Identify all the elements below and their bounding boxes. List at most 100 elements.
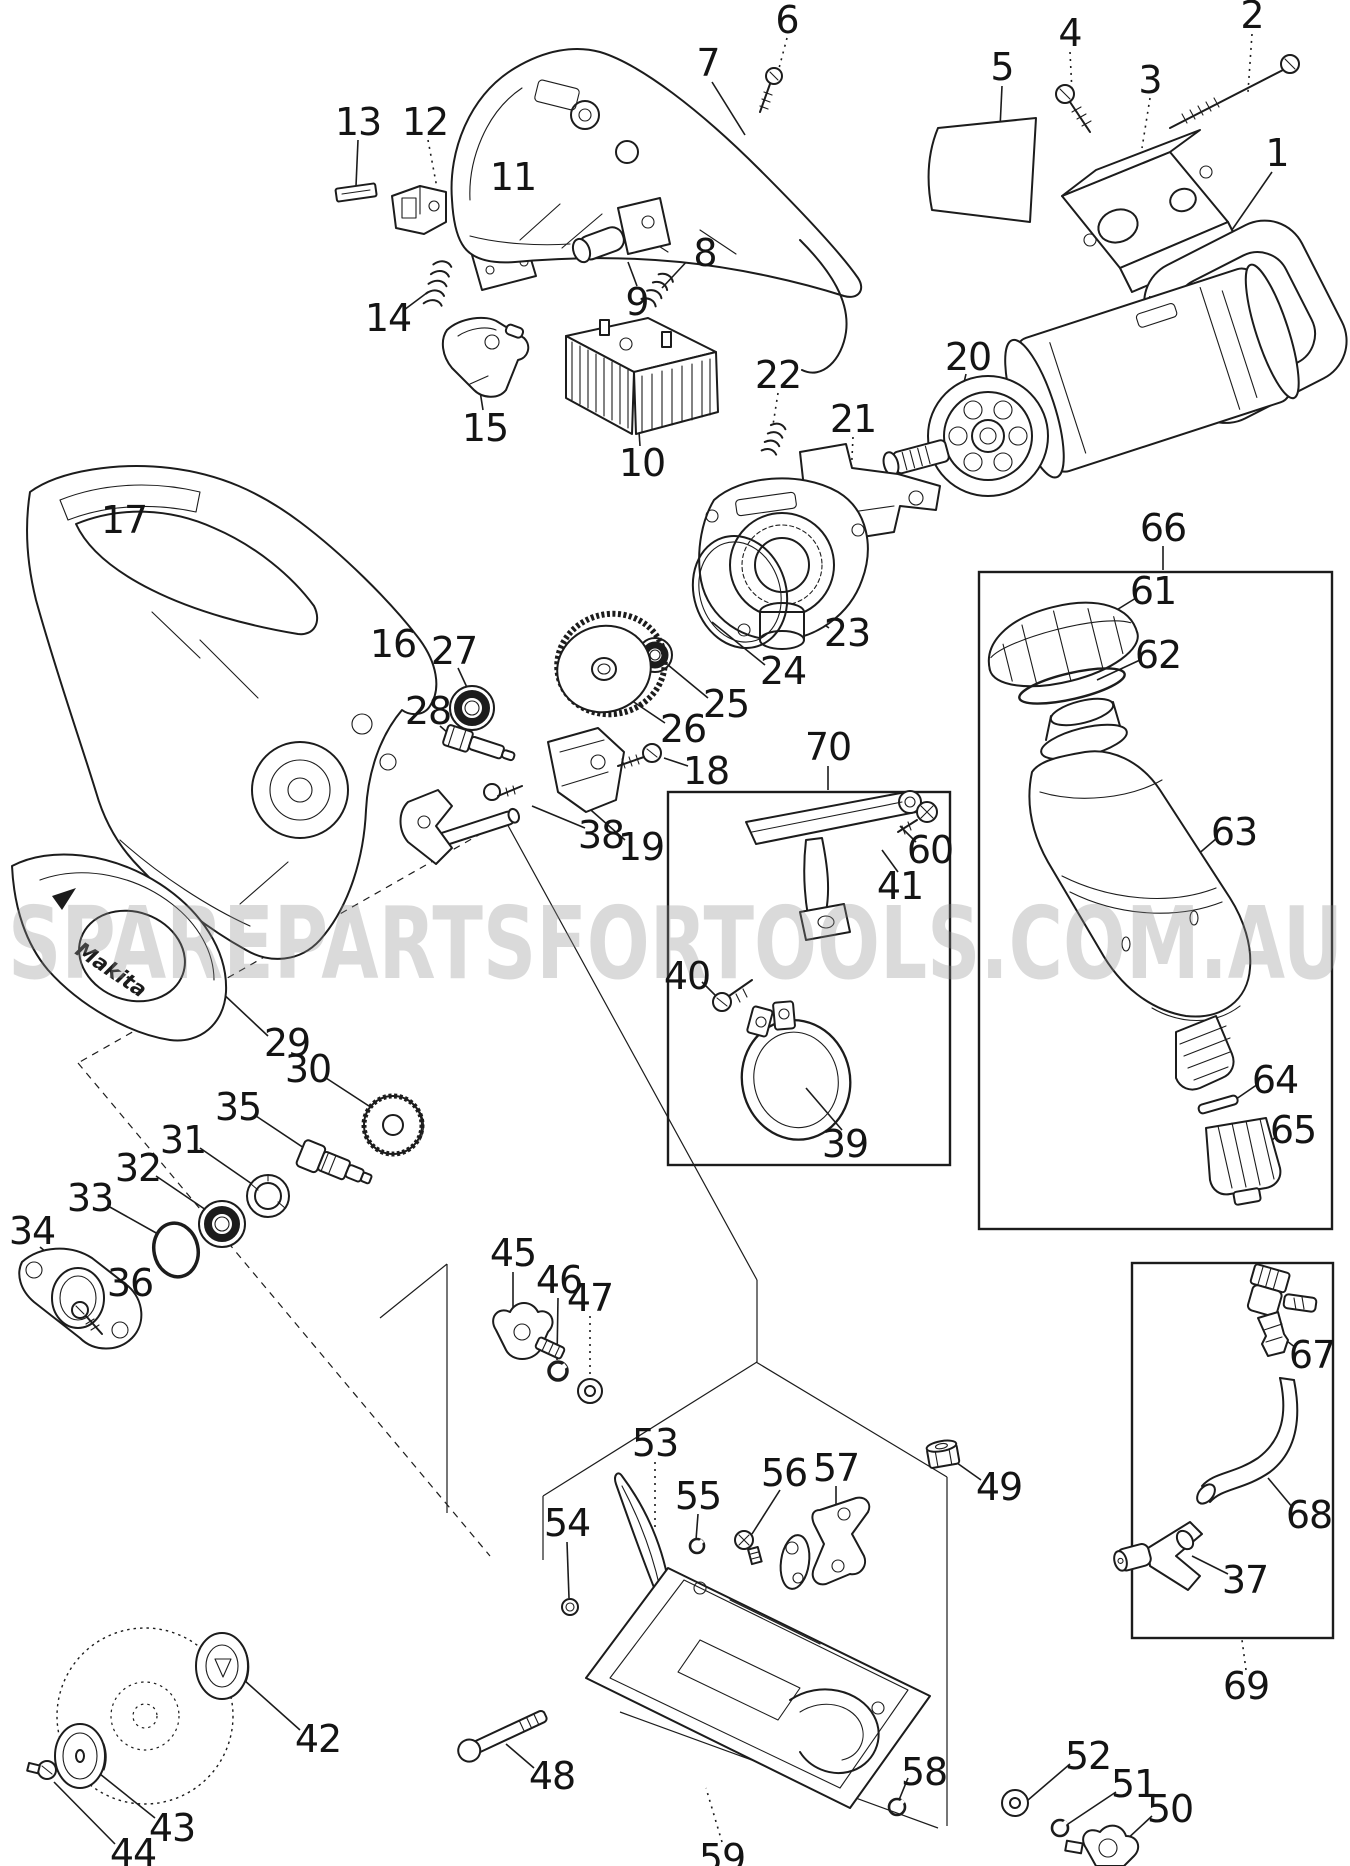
- part-label-35: 35: [214, 1085, 262, 1129]
- part-50-wing-nut: [1064, 1824, 1140, 1866]
- part-label-69: 69: [1222, 1664, 1270, 1708]
- part-label-26: 26: [659, 707, 707, 751]
- part-32-bearing: [198, 1200, 246, 1248]
- part-label-12: 12: [401, 100, 449, 144]
- part-label-30: 30: [284, 1047, 332, 1091]
- part-62-o-ring: [1018, 667, 1126, 705]
- leader-line: [1191, 1555, 1229, 1575]
- leader-line: [531, 805, 586, 829]
- part-label-63: 63: [1210, 810, 1258, 854]
- part-label-19: 19: [617, 825, 665, 869]
- leader-line: [107, 1205, 159, 1235]
- part-54-washer: [561, 1598, 579, 1616]
- part-label-33: 33: [66, 1176, 114, 1220]
- part-label-13: 13: [334, 100, 382, 144]
- part-label-17: 17: [100, 498, 148, 542]
- part-37-joint: [1113, 1521, 1203, 1591]
- leader-line: [155, 1175, 207, 1211]
- part-56-washer-plate: [779, 1534, 811, 1590]
- part-46-washer: [547, 1360, 569, 1382]
- inset-box: [1130, 1261, 1335, 1640]
- part-12-switch-plate: [391, 185, 447, 235]
- part-label-68: 68: [1285, 1493, 1333, 1537]
- leader-line: [403, 291, 429, 311]
- part-4-screw: [1055, 84, 1092, 133]
- guide-line: [77, 1062, 491, 1557]
- part-label-53: 53: [631, 1421, 679, 1465]
- part-label-64: 64: [1251, 1058, 1299, 1102]
- part-40-screw: [712, 979, 753, 1012]
- part-34-bearing-box: [18, 1247, 143, 1350]
- part-41-handle-lever: [745, 790, 922, 941]
- leader-line: [777, 37, 788, 73]
- part-14-spring: [422, 260, 453, 307]
- guide-line: [379, 1263, 448, 1319]
- part-17-motor-housing: [26, 465, 438, 960]
- part-label-10: 10: [618, 441, 666, 485]
- part-label-23: 23: [823, 611, 871, 655]
- part-56-screw: [734, 1530, 763, 1566]
- part-label-15: 15: [461, 406, 509, 450]
- part-label-52: 52: [1064, 1734, 1112, 1778]
- leader-line: [627, 261, 638, 287]
- part-5-name-plate: [927, 117, 1037, 223]
- part-label-44: 44: [109, 1831, 157, 1866]
- part-42-outer-flange: [195, 1632, 250, 1700]
- leader-line: [661, 659, 709, 699]
- part-label-46: 46: [535, 1258, 583, 1302]
- part-15-lock-off-lever: [441, 316, 530, 398]
- part-27-bearing: [449, 685, 495, 731]
- leader-line: [1027, 1763, 1071, 1801]
- part-23-gear-housing: [698, 477, 869, 650]
- leader-line: [53, 1781, 116, 1845]
- part-19-lever-bracket: [547, 727, 625, 813]
- part-59-base: [585, 1567, 931, 1809]
- part-label-66: 66: [1139, 506, 1187, 550]
- part-55-ring: [688, 1537, 706, 1555]
- part-label-7: 7: [696, 41, 720, 85]
- part-33-o-ring: [152, 1221, 200, 1279]
- part-57-hinge-plate: [811, 1496, 871, 1586]
- leader-line: [772, 392, 779, 426]
- part-47-washer: [577, 1378, 603, 1404]
- part-20-motor: [882, 263, 1300, 497]
- part-label-31: 31: [159, 1118, 207, 1162]
- part-49-nut: [925, 1439, 961, 1469]
- part-label-58: 58: [900, 1750, 948, 1794]
- leader-line: [711, 621, 766, 666]
- part-39-clamp-band: [740, 1000, 852, 1141]
- part-58-ring: [887, 1797, 907, 1817]
- part-13-clip: [334, 182, 378, 203]
- part-label-20: 20: [944, 335, 992, 379]
- part-68-hose: [1196, 1377, 1299, 1505]
- part-label-57: 57: [812, 1446, 860, 1490]
- leader-line: [355, 139, 359, 187]
- leader-line: [1067, 1791, 1117, 1825]
- part-label-54: 54: [543, 1501, 591, 1545]
- part-67-valve: [1246, 1263, 1318, 1357]
- part-label-25: 25: [702, 682, 750, 726]
- part-24-gasket: [691, 534, 789, 650]
- part-29-blade-cover: Makita: [11, 853, 228, 1042]
- part-64-packing: [1197, 1094, 1239, 1115]
- part-44-bolt: [26, 1760, 57, 1780]
- blade-reference-outline: [56, 1627, 234, 1805]
- part-8-spring: [640, 272, 674, 308]
- part-label-22: 22: [754, 353, 802, 397]
- part-label-18: 18: [682, 749, 730, 793]
- part-38-lever-assembly: [399, 783, 523, 865]
- part-label-27: 27: [430, 629, 478, 673]
- leader-line: [255, 1115, 311, 1153]
- leader-line: [1267, 1477, 1294, 1509]
- leader-line: [1141, 97, 1151, 149]
- part-label-34: 34: [8, 1209, 56, 1253]
- part-10-terminal-block: [565, 317, 719, 435]
- inset-box: [666, 790, 952, 1167]
- part-28-adjust-shaft: [442, 724, 516, 762]
- part-label-11: 11: [489, 155, 537, 199]
- part-label-43: 43: [148, 1806, 196, 1850]
- part-63-tank: [1028, 697, 1252, 1091]
- part-label-29: 29: [263, 1021, 311, 1065]
- part-label-60: 60: [906, 828, 954, 872]
